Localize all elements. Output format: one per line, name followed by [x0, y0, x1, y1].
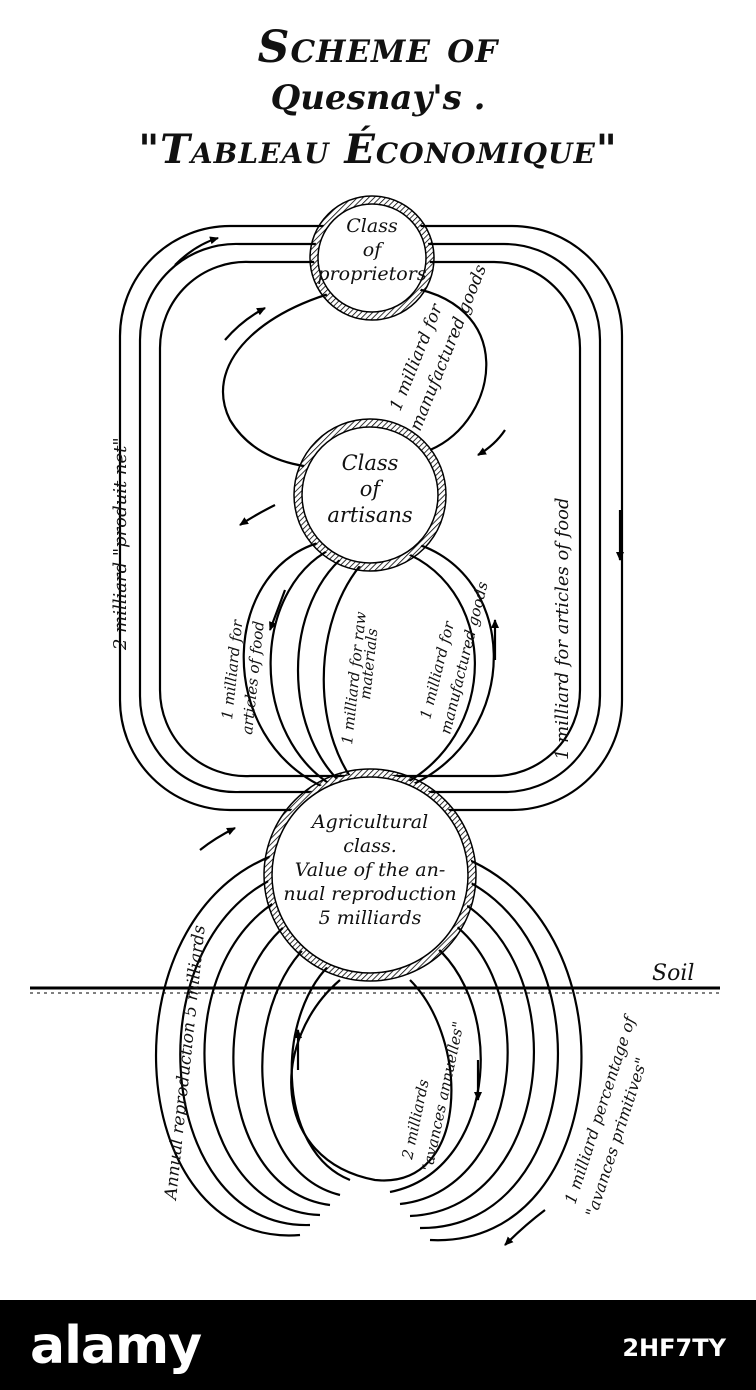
proprietors-label-1: Class [346, 215, 398, 237]
watermark-footer: alamy 2HF7TY [0, 1300, 756, 1390]
artisans-label-2: of [360, 477, 384, 501]
proprietors-label-2: of [363, 239, 384, 261]
agri-label-2: class. [343, 835, 397, 857]
diagram-stage: Scheme of Quesnay's . "Tableau Économiqu… [30, 22, 720, 1246]
loop-lower-r2 [419, 868, 559, 1230]
loop-food-inner [372, 242, 602, 794]
loop-third-right [372, 260, 582, 778]
loop-produit-net-outer [118, 224, 372, 812]
agri-label-4: nual reproduction [283, 883, 456, 905]
loop-food-outer [372, 224, 624, 812]
loop-lower-1 [154, 848, 301, 1237]
brand-logo: alamy [30, 1316, 202, 1376]
label-food-right: 1 milliard for articles of food [552, 497, 573, 760]
loop-produit-net-inner [138, 242, 372, 794]
loop-lower-r4 [399, 908, 509, 1206]
loop-lower-3 [203, 888, 321, 1217]
title-line-2: Quesnay's . [270, 78, 486, 118]
artisans-label-3: artisans [327, 503, 413, 527]
agri-label-5: 5 milliards [319, 907, 422, 929]
loop-art-food-3 [296, 549, 353, 793]
loop-lower-6 [290, 959, 351, 1182]
agri-label-3: Value of the an- [295, 859, 446, 881]
label-produit-net: 2 milliard "produit net" [110, 437, 131, 651]
circle-artisans: Class of artisans [293, 418, 447, 572]
arrow-2 [224, 307, 266, 341]
loop-art-manuf-2 [391, 546, 476, 792]
label-soil: Soil [652, 961, 694, 986]
title-line-1: Scheme of [257, 22, 499, 73]
loop-lower-5 [261, 934, 341, 1197]
loop-lower-inner [290, 979, 453, 1182]
loop-art-food-2 [269, 543, 341, 791]
title-line-3: "Tableau Économique" [138, 126, 618, 173]
arrow-8 [199, 827, 236, 851]
loop-lower-r5 [389, 934, 482, 1194]
arrow-3 [477, 429, 506, 456]
artisans-label-1: Class [342, 451, 399, 475]
proprietors-label-3: proprietors [317, 263, 426, 285]
loop-lower-2 [179, 868, 311, 1227]
loop-lower-r3 [409, 888, 536, 1218]
circle-agricultural: Agricultural class. Value of the an- nua… [263, 768, 477, 982]
loop-manufactured-top-r [399, 284, 488, 452]
arrow-11 [504, 1209, 546, 1246]
circle-proprietors: Class of proprietors [309, 195, 435, 321]
label-annual-reproduction: Annual reproduction 5 milliards [161, 924, 210, 1203]
agri-label-1: Agricultural [310, 811, 428, 833]
loop-third-left [158, 260, 372, 778]
arrow-6 [268, 589, 287, 631]
loop-lower-r1 [429, 848, 583, 1242]
tableau-diagram: Class of proprietors Class of artisans A… [30, 195, 720, 1246]
arrow-5 [239, 504, 276, 526]
loop-art-manuf-1 [399, 538, 495, 792]
loop-art-food-1 [242, 538, 331, 792]
loop-lower-4 [232, 908, 331, 1207]
arrow-1 [174, 236, 219, 266]
image-id: 2HF7TY [622, 1334, 726, 1362]
